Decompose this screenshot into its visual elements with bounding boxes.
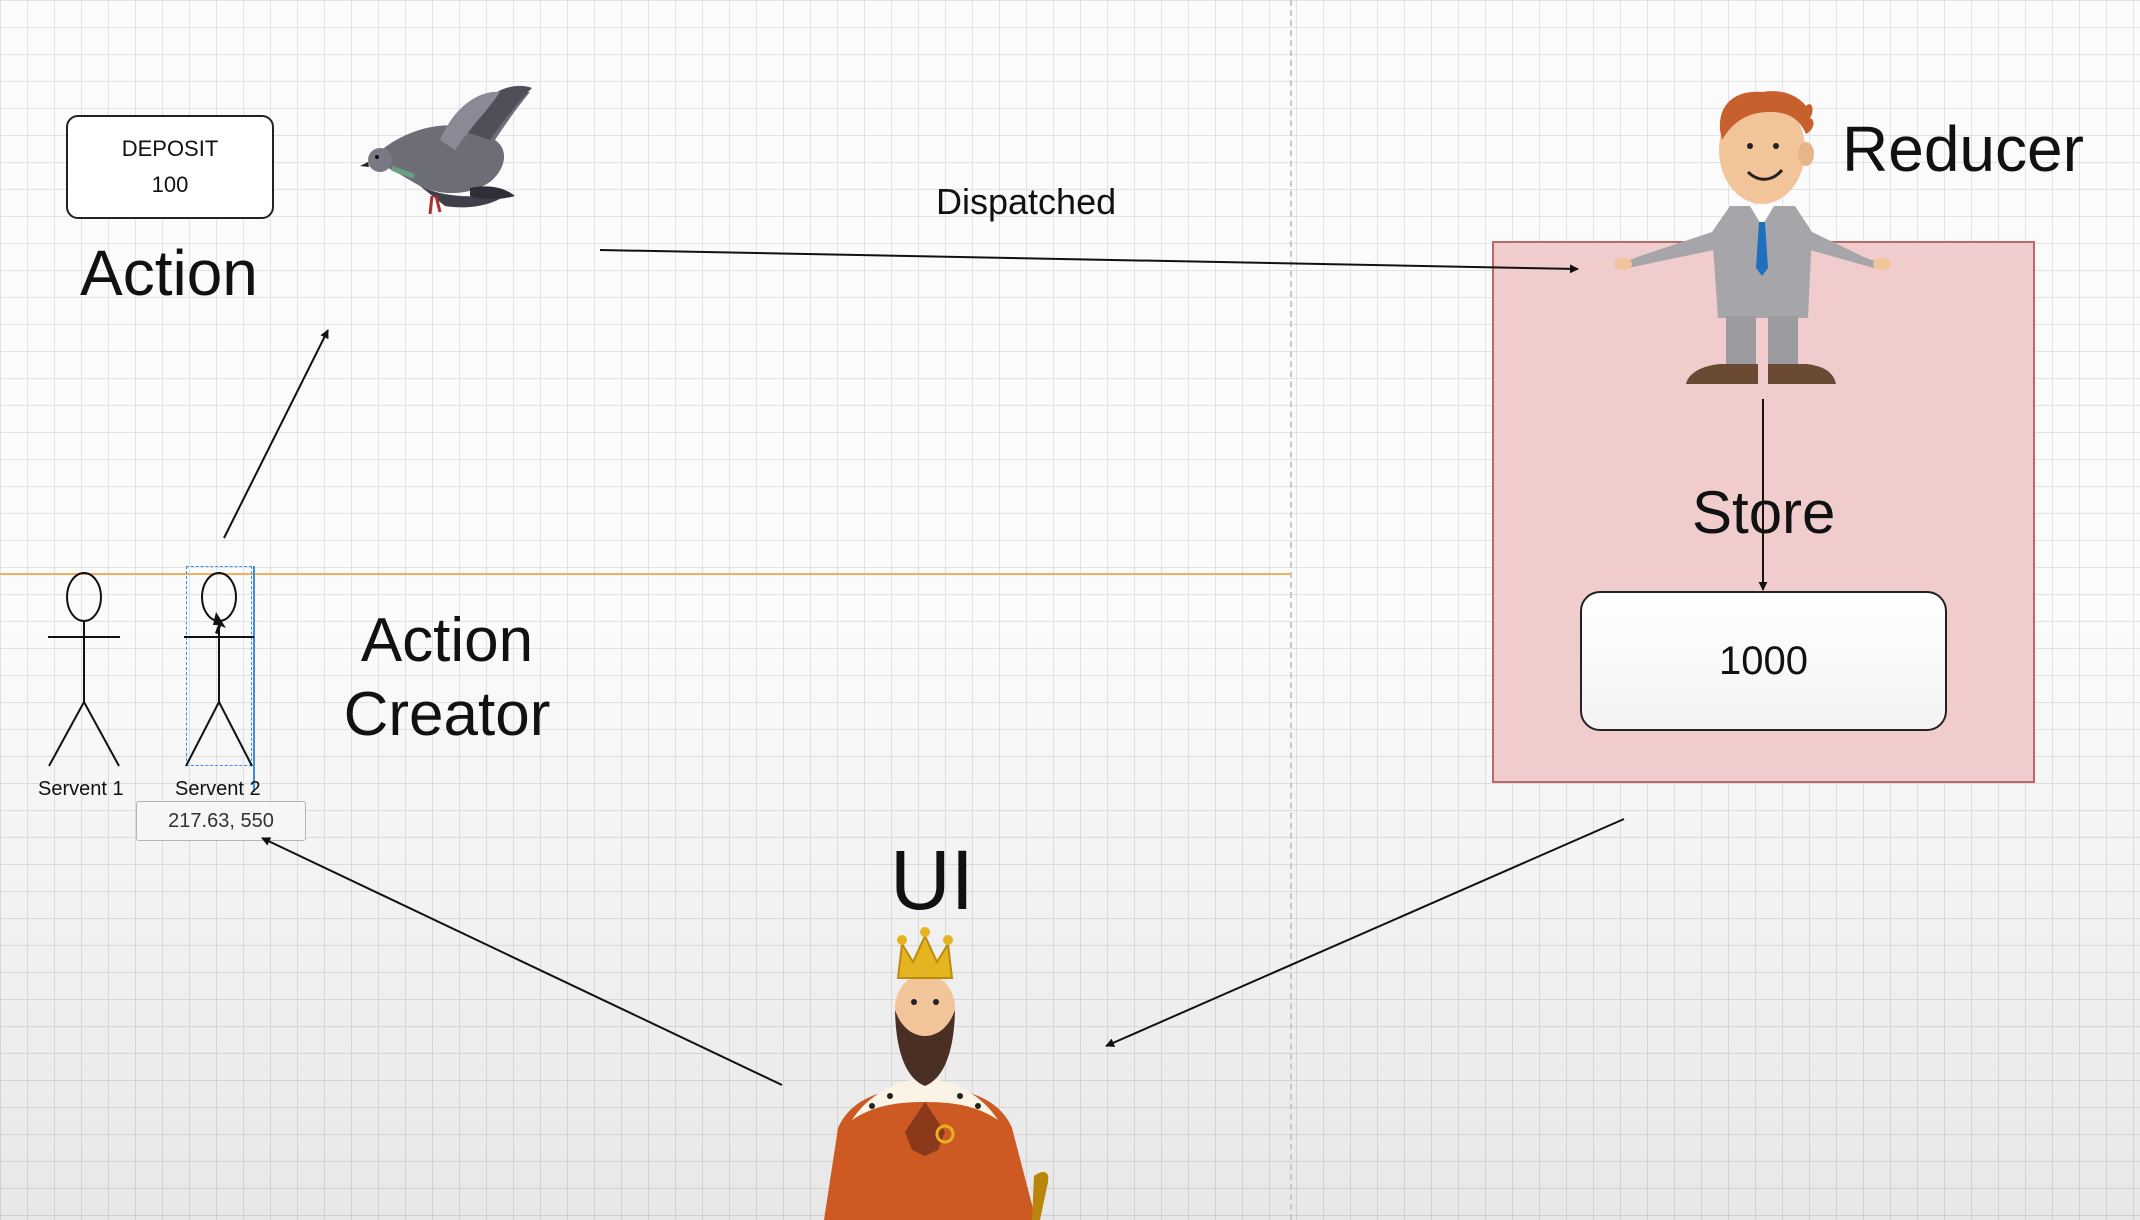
vertical-guide — [1290, 0, 1292, 1220]
store-to-ui-arrow — [1105, 818, 1625, 1047]
dispatched-label: Dispatched — [936, 181, 1117, 222]
store-value: 1000 — [1719, 638, 1808, 683]
businessman-icon — [1614, 91, 1891, 384]
selection-box — [186, 566, 252, 766]
stick-figure-icon[interactable] — [48, 572, 120, 767]
action-amount: 100 — [151, 172, 189, 197]
servent1-label: Servent 1 — [38, 778, 124, 800]
stick-figure-icon[interactable] — [184, 572, 254, 767]
servent2-label: Servent 2 — [175, 778, 261, 800]
ui-to-creator-arrow — [261, 837, 783, 1086]
reducer-title: Reducer — [1842, 113, 2084, 185]
dispatched-arrow — [599, 249, 1579, 274]
creator-to-action-arrow — [223, 329, 329, 539]
action-title: Action — [80, 237, 258, 309]
cursor-icon — [213, 612, 226, 634]
store-value-box[interactable]: 1000 — [1580, 591, 1947, 731]
pigeon-icon — [360, 85, 532, 215]
coordinate-text: 217.63, 550 — [168, 809, 274, 832]
action-creator-title: Action Creator — [342, 604, 552, 752]
ui-title: UI — [890, 833, 974, 927]
action-creator-line1: Action — [360, 606, 534, 675]
action-card[interactable]: DEPOSIT 100 — [66, 115, 274, 219]
horizontal-guide — [0, 573, 1290, 575]
action-type: DEPOSIT — [121, 136, 219, 161]
coordinate-readout: 217.63, 550 — [136, 801, 306, 841]
king-icon — [824, 927, 1049, 1220]
selection-guide — [253, 566, 255, 792]
action-creator-line2: Creator — [343, 680, 551, 749]
